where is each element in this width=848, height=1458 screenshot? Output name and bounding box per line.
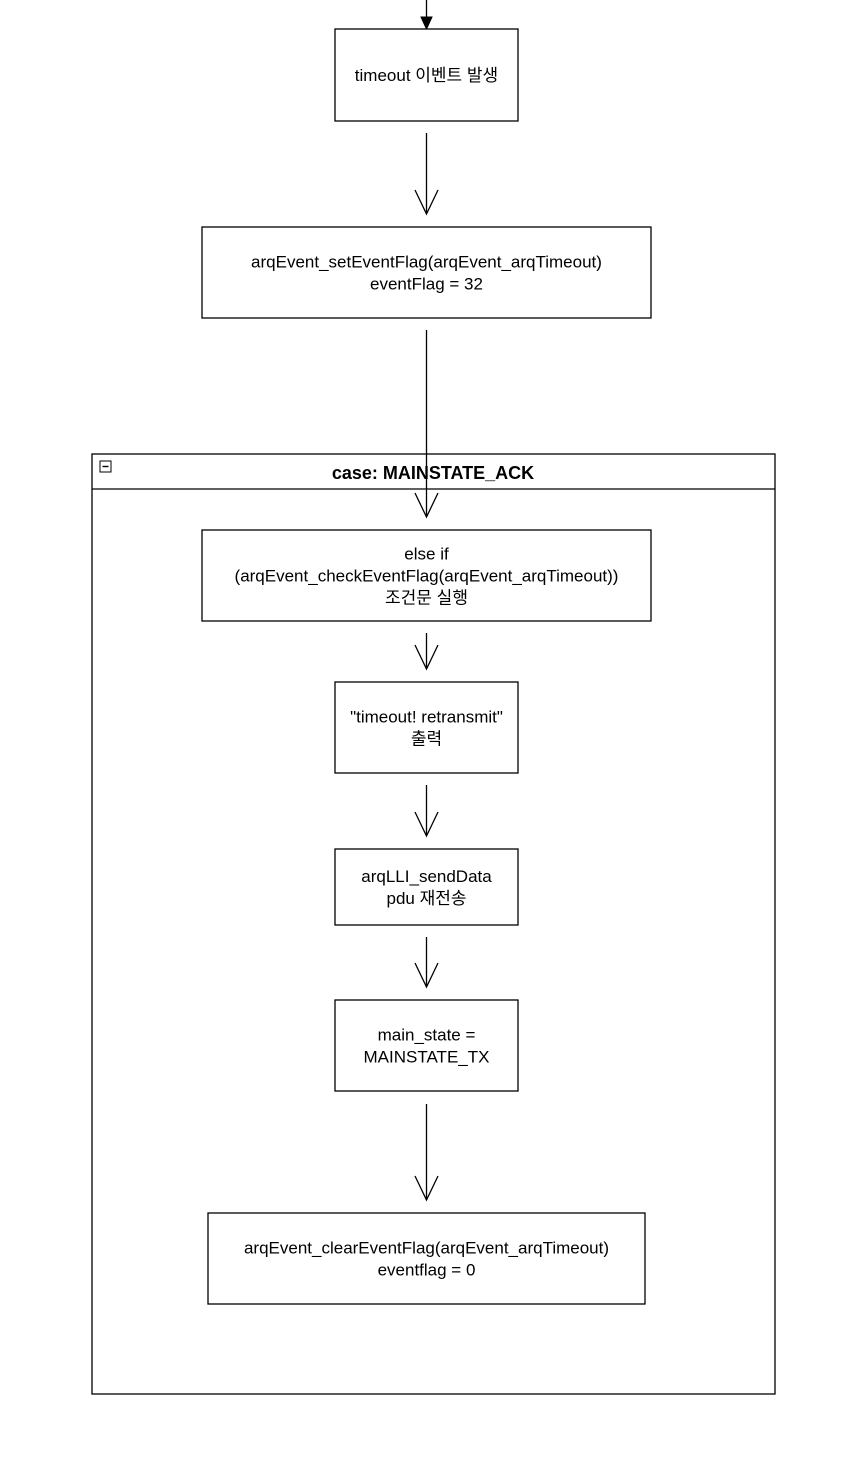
node-check-event-flag[interactable]: else if (arqEvent_checkEventFlag(arqEvent…	[201, 529, 652, 622]
node-label-line: eventflag = 0	[378, 1261, 476, 1280]
node-label-line: arqEvent_setEventFlag(arqEvent_arqTimeou…	[251, 253, 602, 272]
node-box[interactable]	[334, 681, 519, 774]
node-box[interactable]	[207, 1212, 646, 1305]
edge-arrow	[414, 633, 439, 671]
arrowhead-open	[414, 1175, 439, 1202]
nodes-layer: timeout 이벤트 발생 arqEvent_setEventFlag(arqE…	[201, 28, 652, 1305]
edge-arrow	[420, 0, 433, 31]
node-box[interactable]	[201, 529, 652, 622]
node-label-line: "timeout! retransmit"	[350, 708, 503, 727]
node-label-line: arqEvent_clearEventFlag(arqEvent_arqTime…	[244, 1239, 609, 1258]
node-print-timeout[interactable]: "timeout! retransmit" 출력	[334, 681, 519, 774]
node-box[interactable]	[334, 848, 519, 926]
edge-arrow	[414, 1104, 439, 1202]
node-label-line: timeout 이벤트 발생	[355, 66, 498, 85]
node-box[interactable]	[201, 226, 652, 319]
node-set-event-flag[interactable]: arqEvent_setEventFlag(arqEvent_arqTimeou…	[201, 226, 652, 319]
case-frame-title: case: MAINSTATE_ACK	[332, 463, 534, 483]
edge-arrow	[414, 785, 439, 838]
edge-arrow	[414, 133, 439, 216]
arrowhead-filled	[420, 16, 433, 31]
node-label-line: eventFlag = 32	[370, 275, 483, 294]
arrowhead-open	[414, 492, 439, 519]
node-main-state[interactable]: main_state = MAINSTATE_TX	[334, 999, 519, 1092]
node-label-line: 조건문 실행	[385, 589, 468, 608]
arrowhead-open	[414, 644, 439, 671]
node-label-line: pdu 재전송	[386, 889, 466, 908]
node-timeout-event[interactable]: timeout 이벤트 발생	[334, 28, 519, 122]
edge-arrow	[414, 937, 439, 989]
node-box[interactable]	[334, 28, 519, 122]
node-label-line: main_state =	[378, 1026, 476, 1045]
edge-arrow	[414, 330, 439, 519]
node-clear-event-flag[interactable]: arqEvent_clearEventFlag(arqEvent_arqTime…	[207, 1212, 646, 1305]
arrowhead-open	[414, 811, 439, 838]
node-label-line: (arqEvent_checkEventFlag(arqEvent_arqTim…	[235, 567, 619, 586]
edges-layer	[414, 0, 439, 1202]
node-label-line: 출력	[411, 730, 442, 749]
node-label-line: else if	[404, 545, 449, 564]
node-box[interactable]	[334, 999, 519, 1092]
arrowhead-open	[414, 962, 439, 989]
arrowhead-open	[414, 189, 439, 216]
collapse-icon[interactable]	[99, 460, 112, 473]
node-label-line: arqLLI_sendData	[361, 867, 492, 886]
node-label-line: MAINSTATE_TX	[364, 1048, 490, 1067]
